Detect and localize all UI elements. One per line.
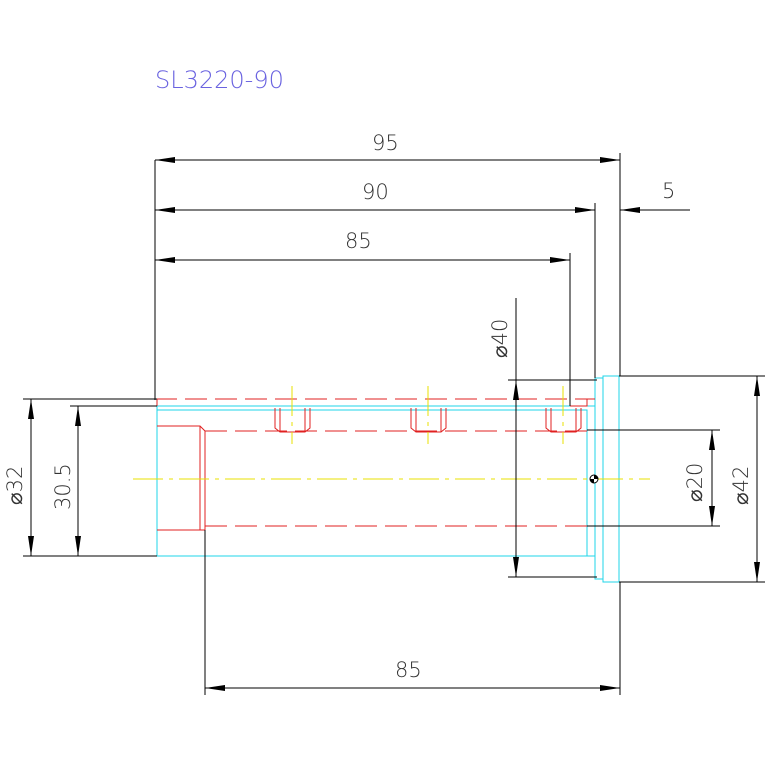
- part-number-title: SL3220-90: [155, 66, 284, 94]
- dimension-5-label: 5: [662, 179, 675, 203]
- dimension-dia32-label: ⌀32: [3, 466, 27, 505]
- dimension-85-top-label: 85: [345, 229, 372, 253]
- center-point-icon: [589, 474, 599, 484]
- dimension-length-85-bottom: 85: [204, 530, 621, 695]
- dimension-overall-length: 95: [154, 131, 621, 400]
- dimension-dia42-label: ⌀42: [729, 466, 753, 505]
- dimension-diameter-32: ⌀32: [3, 398, 157, 557]
- dimension-diameter-20: ⌀20: [587, 429, 720, 527]
- dimension-dia40-label: ⌀40: [488, 319, 512, 358]
- dimension-30-5-label: 30.5: [51, 463, 75, 510]
- dimension-flange-5: 5: [620, 179, 690, 213]
- dimension-length-90: 90: [155, 180, 596, 378]
- dimension-length-85-top: 85: [155, 229, 571, 406]
- dimension-90-label: 90: [362, 180, 389, 204]
- dimension-30-5: 30.5: [51, 405, 157, 556]
- dimension-diameter-42: ⌀42: [619, 375, 765, 583]
- dimension-95-label: 95: [372, 131, 399, 155]
- dimension-85-bottom-label: 85: [395, 658, 422, 682]
- hidden-lines: [155, 398, 595, 531]
- center-lines: [133, 386, 650, 480]
- dimension-diameter-40: ⌀40: [488, 298, 597, 578]
- dimension-dia20-label: ⌀20: [683, 463, 707, 502]
